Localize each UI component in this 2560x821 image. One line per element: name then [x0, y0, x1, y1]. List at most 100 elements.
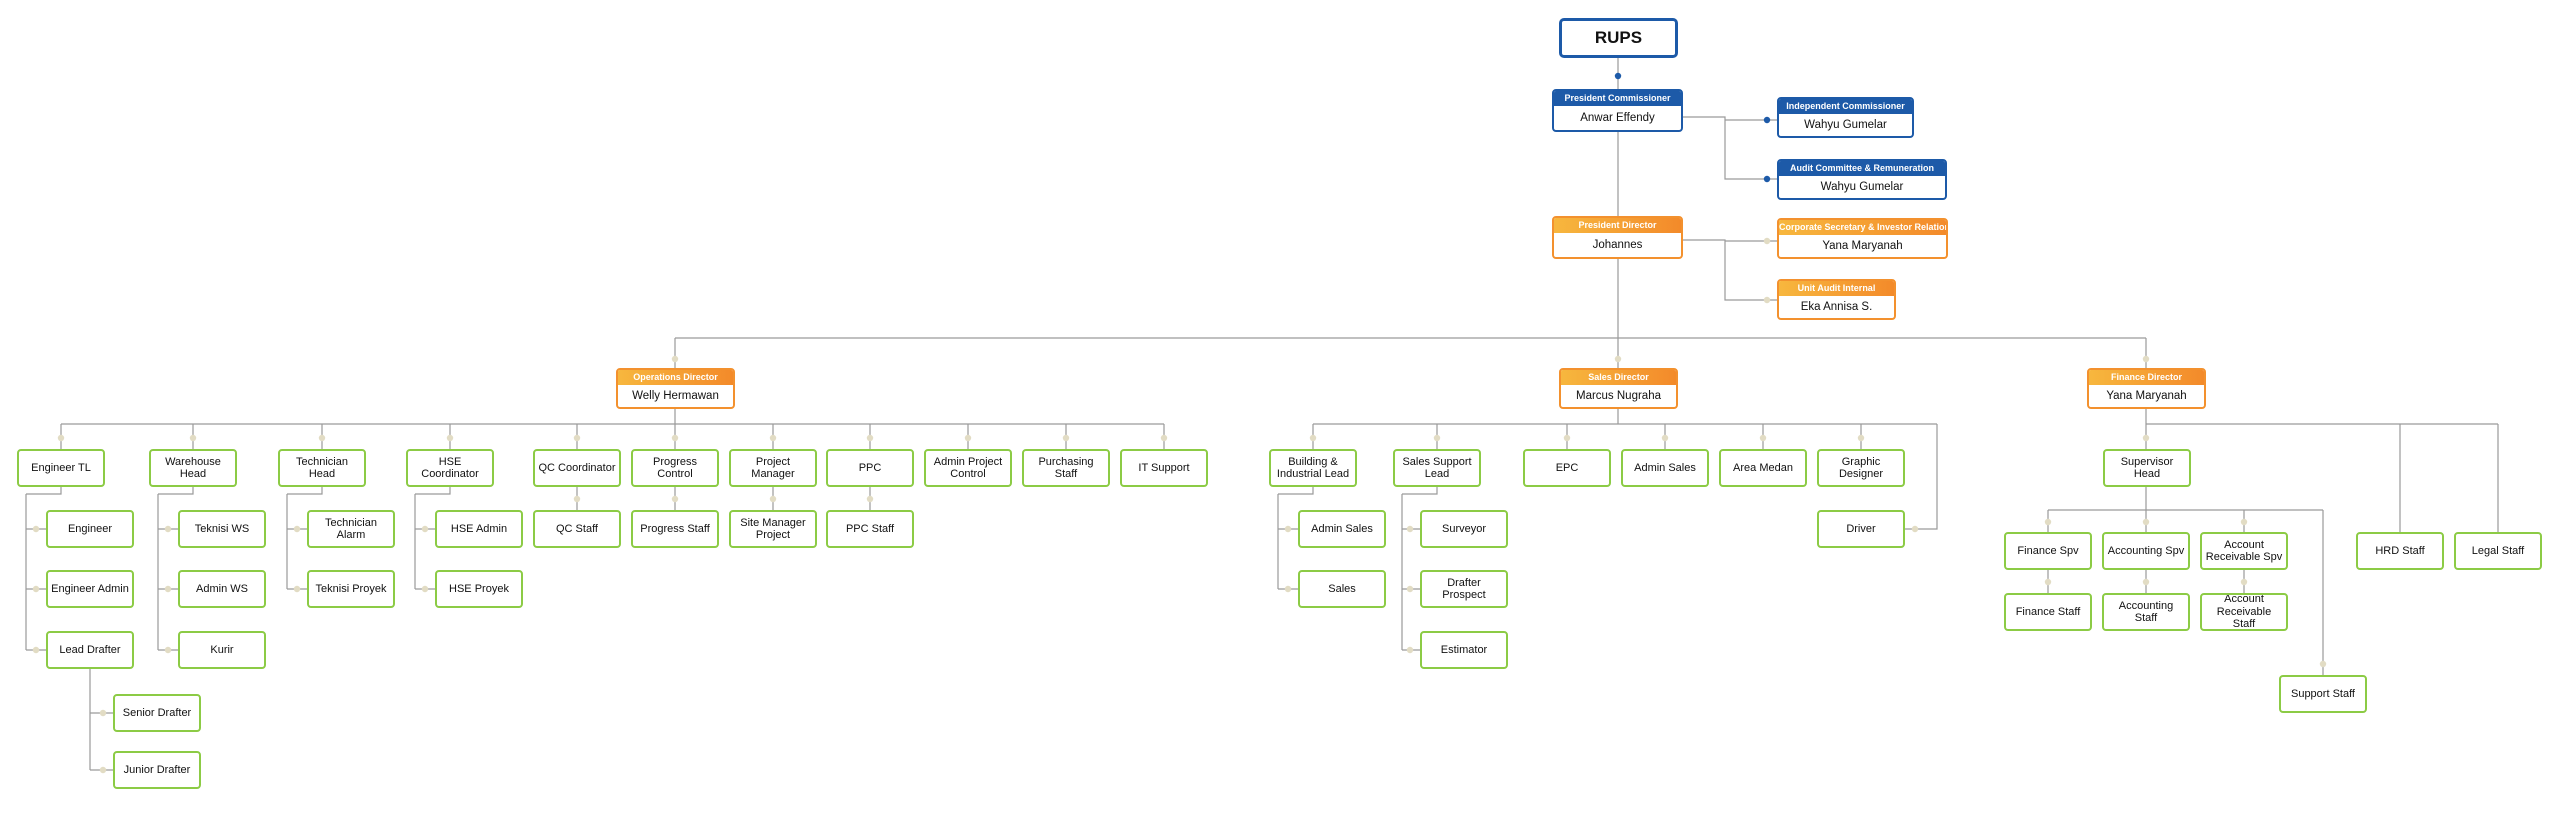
progress-control-box[interactable]: Progress Control — [631, 449, 719, 487]
support-staff-box[interactable]: Support Staff — [2279, 675, 2367, 713]
warehouse-dot — [164, 646, 172, 654]
teknisi-ws-box[interactable]: Teknisi WS — [178, 510, 266, 548]
support-staff-dot — [2319, 660, 2327, 668]
sales-drop-dot — [1309, 434, 1317, 442]
sales-support-rail-top — [1402, 487, 1438, 495]
warehouse-head-box[interactable]: Warehouse Head — [149, 449, 237, 487]
hse-rail-top — [415, 487, 451, 495]
engineer-tl-box[interactable]: Engineer TL — [17, 449, 105, 487]
operations-drop-dot — [57, 434, 65, 442]
independent-commissioner-name: Wahyu Gumelar — [1804, 119, 1887, 131]
hse-proyek-box[interactable]: HSE Proyek — [435, 570, 523, 608]
independent-commissioner-dot — [1763, 116, 1771, 124]
area-medan-box[interactable]: Area Medan — [1719, 449, 1807, 487]
admin-project-control-box[interactable]: Admin Project Control — [924, 449, 1012, 487]
lead-drafter-box[interactable]: Lead Drafter — [46, 631, 134, 669]
accounting-staff-box[interactable]: Accounting Staff — [2102, 593, 2190, 631]
corporate-secretary-name: Yana Maryanah — [1822, 240, 1903, 252]
rups-box[interactable]: RUPS — [1559, 18, 1678, 58]
supervisor-head-box[interactable]: Supervisor Head — [2103, 449, 2191, 487]
engineer-tl-dot — [32, 585, 40, 593]
driver-box[interactable]: Driver — [1817, 510, 1905, 548]
purchasing-staff-box[interactable]: Purchasing Staff — [1022, 449, 1110, 487]
qc-staff-box[interactable]: QC Staff — [533, 510, 621, 548]
qc-coordinator-box[interactable]: QC Coordinator — [533, 449, 621, 487]
engineer-tl-dot — [32, 525, 40, 533]
technician-alarm-box[interactable]: Technician Alarm — [307, 510, 395, 548]
account-receivable-staff-box[interactable]: Account Receivable Staff — [2200, 593, 2288, 631]
engineer-admin-box[interactable]: Engineer Admin — [46, 570, 134, 608]
driver-dot — [1911, 525, 1919, 533]
project-manager-box[interactable]: Project Manager — [729, 449, 817, 487]
building-industrial-lead-box[interactable]: Building & Industrial Lead — [1269, 449, 1357, 487]
president-director-name: Johannes — [1592, 239, 1643, 251]
finance-spv-box[interactable]: Finance Spv — [2004, 532, 2092, 570]
teknisi-proyek-box[interactable]: Teknisi Proyek — [307, 570, 395, 608]
sales-director-box[interactable]: Sales Director Marcus Nugraha — [1559, 368, 1678, 409]
operations-drop-dot — [866, 434, 874, 442]
hse-admin-box[interactable]: HSE Admin — [435, 510, 523, 548]
hse-coordinator-box[interactable]: HSE Coordinator — [406, 449, 494, 487]
hse-dot — [421, 585, 429, 593]
president-director-box[interactable]: President Director Johannes — [1552, 216, 1683, 259]
operations-drop-dot — [964, 434, 972, 442]
hrd-staff-box[interactable]: HRD Staff — [2356, 532, 2444, 570]
engineer-box[interactable]: Engineer — [46, 510, 134, 548]
audit-committee-box[interactable]: Audit Committee & Remuneration Wahyu Gum… — [1777, 159, 1947, 200]
operations-director-name: Welly Hermawan — [632, 390, 719, 402]
spv-dot — [2240, 518, 2248, 526]
president-commissioner-box[interactable]: President Commissioner Anwar Effendy — [1552, 89, 1683, 132]
senior-drafter-box[interactable]: Senior Drafter — [113, 694, 201, 732]
corporate-secretary-title: Corporate Secretary & Investor Relation — [1779, 220, 1946, 235]
operations-director-dot — [671, 355, 679, 363]
admin-ws-box[interactable]: Admin WS — [178, 570, 266, 608]
finance-director-box[interactable]: Finance Director Yana Maryanah — [2087, 368, 2206, 409]
independent-commissioner-box[interactable]: Independent Commissioner Wahyu Gumelar — [1777, 97, 1914, 138]
president-commissioner-name: Anwar Effendy — [1580, 112, 1655, 124]
progress-staff-box[interactable]: Progress Staff — [631, 510, 719, 548]
internal-audit-box[interactable]: Unit Audit Internal Eka Annisa S. — [1777, 279, 1896, 320]
building-dot — [1284, 585, 1292, 593]
sales-box[interactable]: Sales — [1298, 570, 1386, 608]
sales-drop-dot — [1857, 434, 1865, 442]
spv-dot — [2044, 518, 2052, 526]
ppc-staff-box[interactable]: PPC Staff — [826, 510, 914, 548]
ppc-box[interactable]: PPC — [826, 449, 914, 487]
spv-staff-dot — [2240, 578, 2248, 586]
accounting-spv-box[interactable]: Accounting Spv — [2102, 532, 2190, 570]
sales-support-lead-box[interactable]: Sales Support Lead — [1393, 449, 1481, 487]
epc-box[interactable]: EPC — [1523, 449, 1611, 487]
driver-connector — [1905, 424, 1938, 530]
spv-staff-dot — [2142, 578, 2150, 586]
it-support-box[interactable]: IT Support — [1120, 449, 1208, 487]
corporate-secretary-box[interactable]: Corporate Secretary & Investor Relation … — [1777, 218, 1948, 259]
surveyor-box[interactable]: Surveyor — [1420, 510, 1508, 548]
president-commissioner-title: President Commissioner — [1554, 91, 1681, 106]
site-manager-project-box[interactable]: Site Manager Project — [729, 510, 817, 548]
estimator-box[interactable]: Estimator — [1420, 631, 1508, 669]
sales-director-name: Marcus Nugraha — [1575, 390, 1661, 402]
supervisor-dot — [2142, 434, 2150, 442]
audit-committee-title: Audit Committee & Remuneration — [1779, 161, 1945, 176]
legal-staff-box[interactable]: Legal Staff — [2454, 532, 2542, 570]
operations-director-box[interactable]: Operations Director Welly Hermawan — [616, 368, 735, 409]
internal-audit-name: Eka Annisa S. — [1800, 301, 1873, 313]
building-dot — [1284, 525, 1292, 533]
warehouse-dot — [164, 585, 172, 593]
kurir-box[interactable]: Kurir — [178, 631, 266, 669]
admin-sales-box[interactable]: Admin Sales — [1298, 510, 1386, 548]
account-receivable-spv-box[interactable]: Account Receivable Spv — [2200, 532, 2288, 570]
technician-head-box[interactable]: Technician Head — [278, 449, 366, 487]
sales-support-dot — [1406, 525, 1414, 533]
finance-staff-box[interactable]: Finance Staff — [2004, 593, 2092, 631]
hse-dot — [421, 525, 429, 533]
operations-drop-dot — [1160, 434, 1168, 442]
admin-sales-area-box[interactable]: Admin Sales — [1621, 449, 1709, 487]
sales-support-dot — [1406, 646, 1414, 654]
corporate-secretary-dot — [1763, 237, 1771, 245]
junior-drafter-box[interactable]: Junior Drafter — [113, 751, 201, 789]
sales-drop-dot — [1661, 434, 1669, 442]
warehouse-dot — [164, 525, 172, 533]
graphic-designer-box[interactable]: Graphic Designer — [1817, 449, 1905, 487]
drafter-prospect-box[interactable]: Drafter Prospect — [1420, 570, 1508, 608]
